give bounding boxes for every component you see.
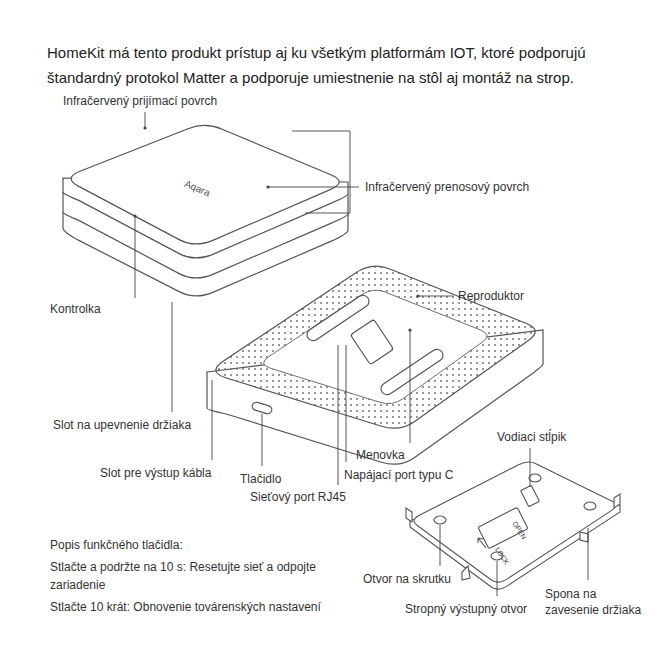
part-label: Otvor na skrutku (363, 572, 451, 587)
leader-dot (416, 294, 419, 297)
leader-dot (133, 214, 136, 217)
leader-lines (135, 112, 588, 596)
guide-post (521, 485, 540, 506)
plate-clip (580, 532, 588, 542)
leader-line (497, 561, 498, 596)
screw-hole (529, 474, 541, 482)
plate-clip (406, 508, 412, 522)
leader-dot (266, 185, 269, 188)
note-text: Stlačte 10 krát: Obnovenie továrenských … (50, 598, 350, 616)
leader-line (530, 448, 531, 487)
hub-base-unit (207, 266, 543, 464)
hub-top-face (71, 125, 339, 243)
part-label: Spona na zavesenie držiaka (545, 586, 650, 618)
part-label: Infračervený prijímací povrch (63, 94, 217, 109)
screw-hole (584, 502, 596, 510)
leader-dots (133, 126, 419, 331)
holder-recess (264, 290, 488, 403)
brand-logo: Aqara (182, 176, 212, 200)
leader-line (212, 380, 213, 460)
part-label: Menovka (356, 448, 405, 463)
leader-dot (143, 126, 146, 129)
part-label: Stropný výstupný otvor (405, 602, 527, 617)
leader-line (172, 302, 173, 412)
plate-clip (462, 566, 470, 580)
part-label: Slot na upevnenie držiaka (53, 418, 191, 433)
intro-text: HomeKit má tento produkt prístup aj ku v… (47, 40, 647, 90)
leader-line (135, 216, 136, 298)
part-label: Slot pre výstup kábla (100, 466, 211, 481)
part-label: Reproduktor (458, 289, 524, 304)
part-label: Infračervený prenosový povrch (365, 180, 529, 195)
plate-marking: LOCK (493, 546, 510, 566)
part-label: Napájací port typu C (344, 468, 453, 483)
hub-top-unit (63, 125, 348, 295)
ceiling-outlet (478, 507, 528, 548)
leader-line (338, 345, 339, 485)
leader-line (418, 296, 453, 297)
button (251, 401, 272, 414)
leader-line (145, 112, 146, 127)
note-text: Stlačte a podržte na 10 s: Resetujte sie… (50, 558, 350, 594)
part-label: Sieťový port RJ45 (250, 490, 346, 505)
leader-line (440, 525, 441, 566)
screw-hole (434, 516, 446, 524)
part-label: Kontrolka (50, 302, 101, 317)
leader-bracket (292, 131, 350, 213)
speaker-grille (216, 266, 535, 428)
plate-marking: OPEN (510, 520, 528, 541)
lock-arrow (478, 538, 486, 548)
leader-line (346, 345, 347, 462)
part-label: Tlačidlo (240, 472, 281, 487)
leader-dot (408, 328, 411, 331)
part-label: Vodiaci stĺpik (497, 430, 566, 445)
note-heading: Popis funkčného tlačidla: (50, 538, 183, 553)
leader-line (268, 187, 359, 188)
plate-clip (614, 494, 620, 508)
leader-line (262, 414, 263, 466)
holder-slot (379, 347, 446, 397)
leader-line (410, 330, 411, 443)
cable-slot (350, 319, 393, 364)
leader-line (588, 528, 589, 580)
